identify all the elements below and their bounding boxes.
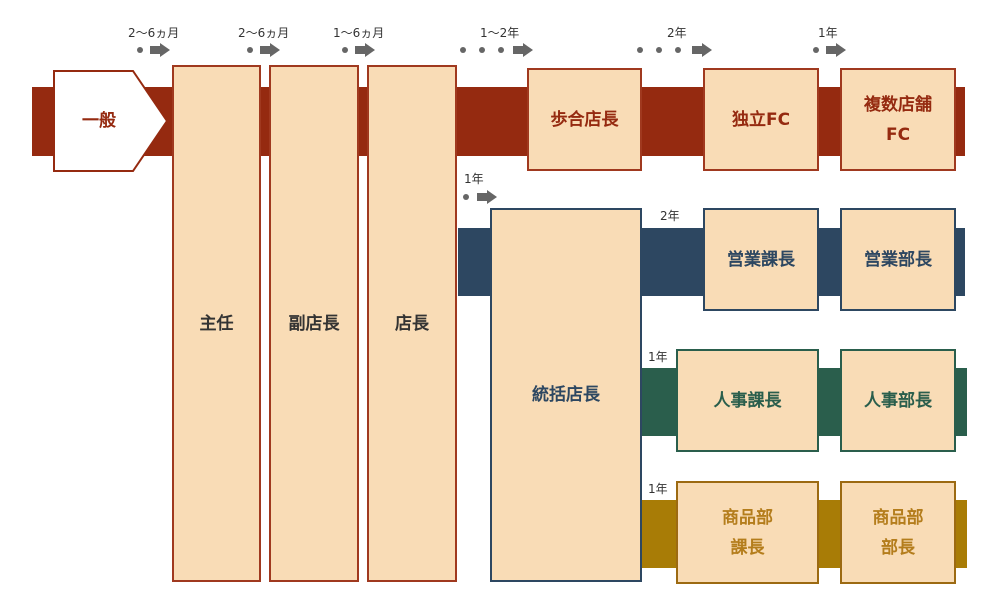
duration-to-commission-manager: 1〜2年 xyxy=(480,26,520,40)
duration-to-independent-fc: 2年 xyxy=(667,26,687,40)
store-manager-position-box: 店長 xyxy=(367,65,457,582)
commission-manager-box: 歩合店長 xyxy=(527,68,642,171)
progress-dot xyxy=(498,47,504,53)
duration-to-general-manager: 1年 xyxy=(464,172,484,186)
progress-dot xyxy=(479,47,485,53)
right-arrow-icon xyxy=(260,43,280,57)
progress-dot xyxy=(637,47,643,53)
merch-dept-head-box: 商品部 部長 xyxy=(840,481,956,584)
right-arrow-icon xyxy=(477,190,497,204)
right-arrow-icon xyxy=(355,43,375,57)
multi-store-fc-box: 複数店舗 FC xyxy=(840,68,956,171)
duration-to-multi-store-fc: 1年 xyxy=(818,26,838,40)
duration-to-store-manager: 1〜6ヵ月 xyxy=(333,26,385,40)
progress-dot xyxy=(656,47,662,53)
right-arrow-icon xyxy=(513,43,533,57)
chief-position-box: 主任 xyxy=(172,65,261,582)
independent-fc-box: 独立FC xyxy=(703,68,819,171)
progress-dot xyxy=(675,47,681,53)
progress-dot xyxy=(137,47,143,53)
progress-dot xyxy=(247,47,253,53)
duration-to-vice-manager: 2〜6ヵ月 xyxy=(238,26,290,40)
duration-to-hr-track: 1年 xyxy=(648,350,668,364)
general-manager-box: 統括店長 xyxy=(490,208,642,582)
progress-dot xyxy=(813,47,819,53)
duration-to-merch-track: 1年 xyxy=(648,482,668,496)
progress-dot xyxy=(463,194,469,200)
right-arrow-icon xyxy=(692,43,712,57)
progress-dot xyxy=(342,47,348,53)
sales-dept-head-box: 営業部長 xyxy=(840,208,956,311)
sales-section-chief-box: 営業課長 xyxy=(703,208,819,311)
general-position-shape xyxy=(53,70,169,172)
progress-dot xyxy=(460,47,466,53)
hr-section-chief-box: 人事課長 xyxy=(676,349,819,452)
duration-to-sales-track: 2年 xyxy=(660,209,680,223)
right-arrow-icon xyxy=(826,43,846,57)
hr-dept-head-box: 人事部長 xyxy=(840,349,956,452)
merch-section-chief-box: 商品部 課長 xyxy=(676,481,819,584)
duration-to-chief: 2〜6ヵ月 xyxy=(128,26,180,40)
vice-manager-position-box: 副店長 xyxy=(269,65,359,582)
general-position-label: 一般 xyxy=(82,111,116,131)
right-arrow-icon xyxy=(150,43,170,57)
